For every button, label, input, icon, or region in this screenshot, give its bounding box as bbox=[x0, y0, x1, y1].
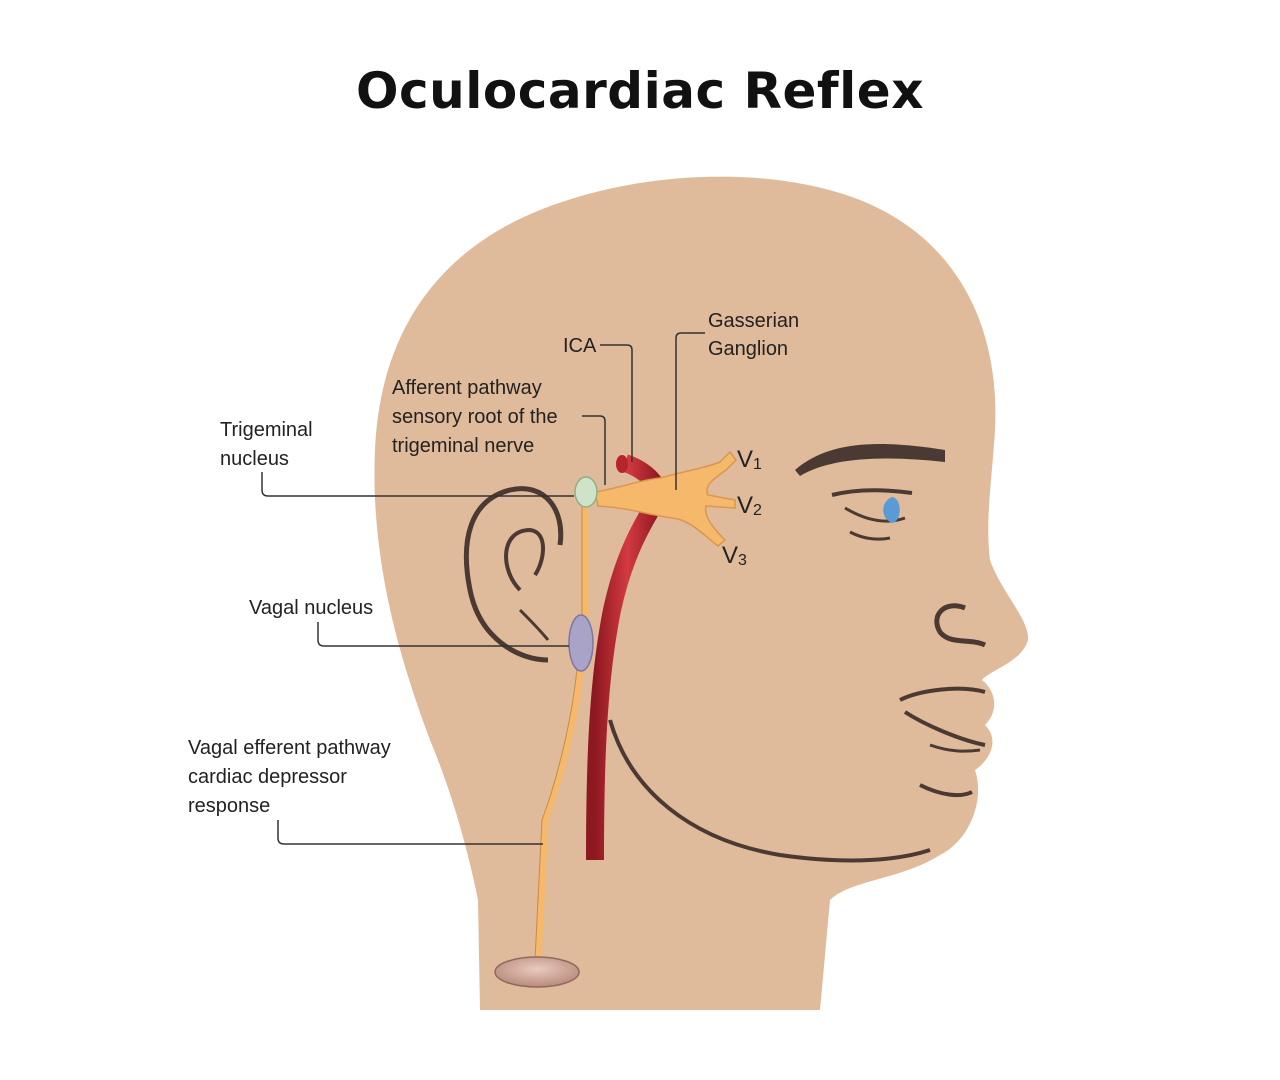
leader-ica bbox=[600, 344, 633, 462]
artery-opening bbox=[616, 455, 628, 473]
head-silhouette bbox=[374, 176, 1029, 1011]
leader-vagal-nucleus bbox=[317, 622, 569, 647]
label-trigeminal-line2: nucleus bbox=[220, 448, 289, 470]
label-gasserian-line1: Gasserian bbox=[708, 310, 799, 332]
gasserian-ganglion bbox=[594, 450, 737, 547]
leader-trigeminal bbox=[261, 472, 574, 497]
label-trigeminal-line1: Trigeminal bbox=[220, 419, 313, 441]
mouth bbox=[899, 686, 986, 753]
label-v3: V3 bbox=[722, 542, 747, 569]
vagal-nucleus bbox=[568, 614, 594, 672]
trigeminal-nucleus bbox=[574, 476, 598, 508]
leader-lines bbox=[261, 332, 705, 845]
label-v2: V2 bbox=[737, 492, 762, 519]
ear bbox=[463, 486, 564, 663]
chin bbox=[919, 783, 973, 798]
label-afferent-line3: trigeminal nerve bbox=[392, 435, 534, 457]
label-vagal-nucleus: Vagal nucleus bbox=[249, 597, 373, 619]
label-vagal-efferent-line1: Vagal efferent pathway bbox=[188, 737, 391, 759]
eye bbox=[831, 488, 913, 541]
leader-gasserian bbox=[675, 332, 705, 490]
leader-afferent bbox=[582, 415, 606, 485]
label-v1: V1 bbox=[737, 446, 762, 473]
label-afferent-line2: sensory root of the bbox=[392, 406, 558, 428]
label-afferent-line1: Afferent pathway bbox=[392, 377, 542, 399]
leader-vagal-efferent bbox=[277, 820, 543, 845]
vagal-efferent-nerve bbox=[534, 501, 589, 964]
label-vagal-efferent-line3: response bbox=[188, 795, 270, 817]
diagram-title: Oculocardiac Reflex bbox=[356, 62, 924, 120]
label-vagal-efferent-line2: cardiac depressor bbox=[188, 766, 347, 788]
heart bbox=[494, 956, 580, 988]
eyebrow bbox=[795, 444, 945, 476]
nose bbox=[934, 603, 987, 648]
nerve-outline bbox=[534, 505, 583, 961]
label-ica: ICA bbox=[563, 335, 597, 357]
label-gasserian-line2: Ganglion bbox=[708, 338, 788, 360]
jaw-line bbox=[608, 719, 931, 863]
